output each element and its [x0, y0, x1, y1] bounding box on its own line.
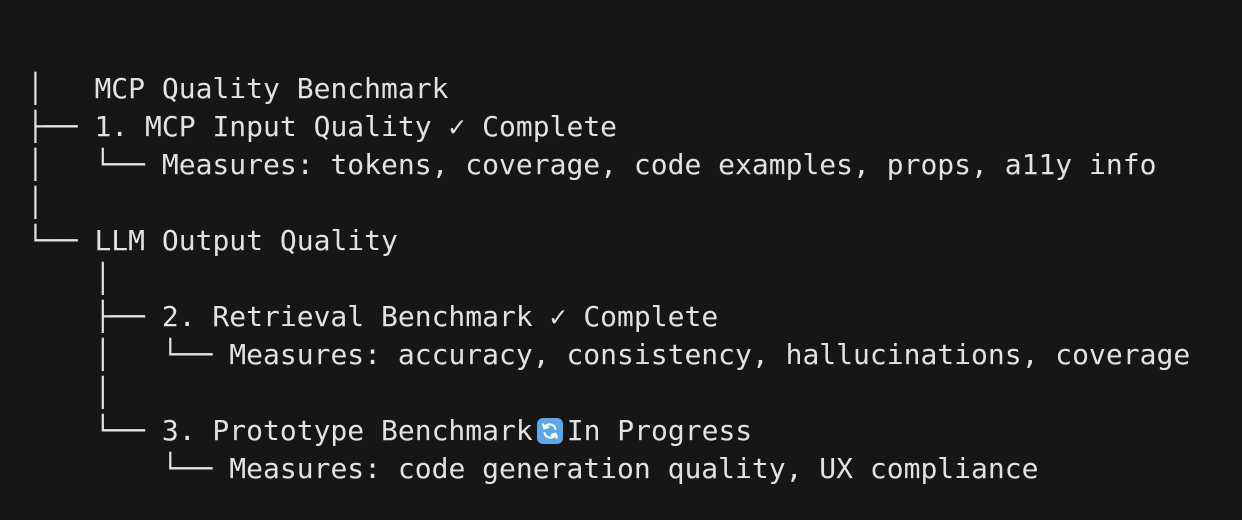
tree-branch: ├── — [27, 300, 162, 333]
tree-last-branch: └── — [27, 414, 162, 447]
tree-measures-line: │ └── Measures: accuracy, consistency, h… — [27, 336, 1227, 374]
measures-text: Measures: accuracy, consistency, halluci… — [229, 338, 1191, 371]
tree-pipe: │ — [27, 376, 112, 409]
check-icon: ✓ — [549, 300, 567, 333]
terminal-output: MCP Quality Benchmark │ ├── 1. MCP Input… — [27, 32, 1227, 502]
status-text: In Progress — [566, 414, 753, 447]
tree-node-prototype-benchmark: └── 3. Prototype Benchmark In Progress — [27, 412, 1227, 450]
tree-node-llm-output-quality: └── LLM Output Quality — [27, 222, 1227, 260]
tree-spacer-line: │ — [27, 184, 1227, 222]
measures-text: Measures: code generation quality, UX co… — [229, 452, 1039, 485]
root-title: MCP Quality Benchmark — [94, 72, 449, 105]
tree-pipe: │ — [27, 262, 112, 295]
status-text: Complete — [583, 300, 719, 333]
tree-connector: │ └── — [27, 338, 230, 371]
node-label: 1. MCP Input Quality — [94, 110, 432, 143]
tree-spacer-line: │ — [27, 374, 1227, 412]
tree-spacer-line: │ — [27, 260, 1227, 298]
tree-last-branch: └── — [27, 224, 95, 257]
status-text: Complete — [482, 110, 618, 143]
tree-root: MCP Quality Benchmark — [27, 32, 1227, 105]
tree-branch: ├── — [27, 110, 95, 143]
tree-node-mcp-input-quality: ├── 1. MCP Input Quality ✓ Complete — [27, 108, 1227, 146]
tree-measures-line: └── Measures: code generation quality, U… — [27, 450, 1227, 488]
tree-connector: └── — [27, 452, 230, 485]
tree-measures-line: │ └── Measures: tokens, coverage, code e… — [27, 146, 1227, 184]
measures-text: Measures: tokens, coverage, code example… — [161, 148, 1157, 181]
node-label: LLM Output Quality — [94, 224, 398, 257]
tree-node-retrieval-benchmark: ├── 2. Retrieval Benchmark ✓ Complete — [27, 298, 1227, 336]
tree-connector: │ └── — [27, 148, 162, 181]
tree-spacer-line: │ — [27, 70, 1227, 108]
tree-pipe: │ — [27, 186, 44, 219]
node-label: 2. Retrieval Benchmark — [161, 300, 533, 333]
node-label: 3. Prototype Benchmark — [161, 414, 533, 447]
tree-pipe: │ — [27, 72, 44, 105]
arrows-counterclockwise-icon — [536, 418, 563, 444]
check-icon: ✓ — [448, 110, 466, 143]
